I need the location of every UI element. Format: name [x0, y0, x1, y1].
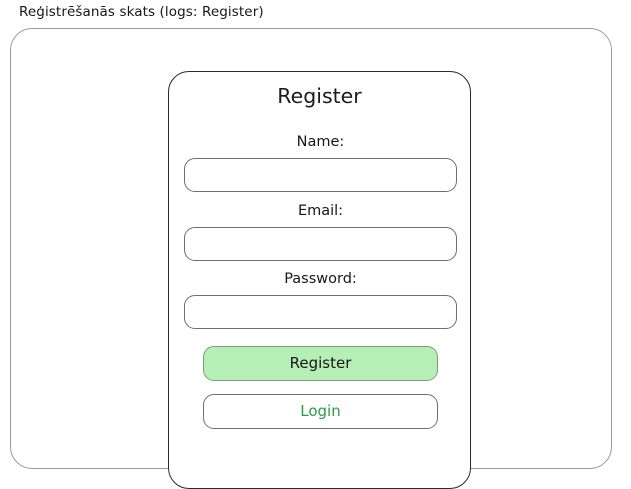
- name-label: Name:: [296, 134, 345, 150]
- form-field-password: Password:: [184, 269, 457, 329]
- login-button[interactable]: Login: [203, 394, 438, 429]
- form-field-name: Name:: [184, 132, 457, 192]
- window-frame: Register Name: Email: Password: Register…: [10, 28, 612, 489]
- email-input[interactable]: [184, 227, 457, 261]
- view-caption: Reģistrēšanās skats (logs: Register): [19, 4, 264, 20]
- form-field-email: Email:: [184, 201, 457, 261]
- password-label: Password:: [284, 271, 357, 287]
- page-title: Register: [277, 84, 362, 108]
- register-panel: Register Name: Email: Password: Register…: [168, 71, 471, 489]
- password-input[interactable]: [184, 295, 457, 329]
- register-button[interactable]: Register: [203, 346, 438, 381]
- email-label: Email:: [297, 203, 344, 219]
- name-input[interactable]: [184, 158, 457, 192]
